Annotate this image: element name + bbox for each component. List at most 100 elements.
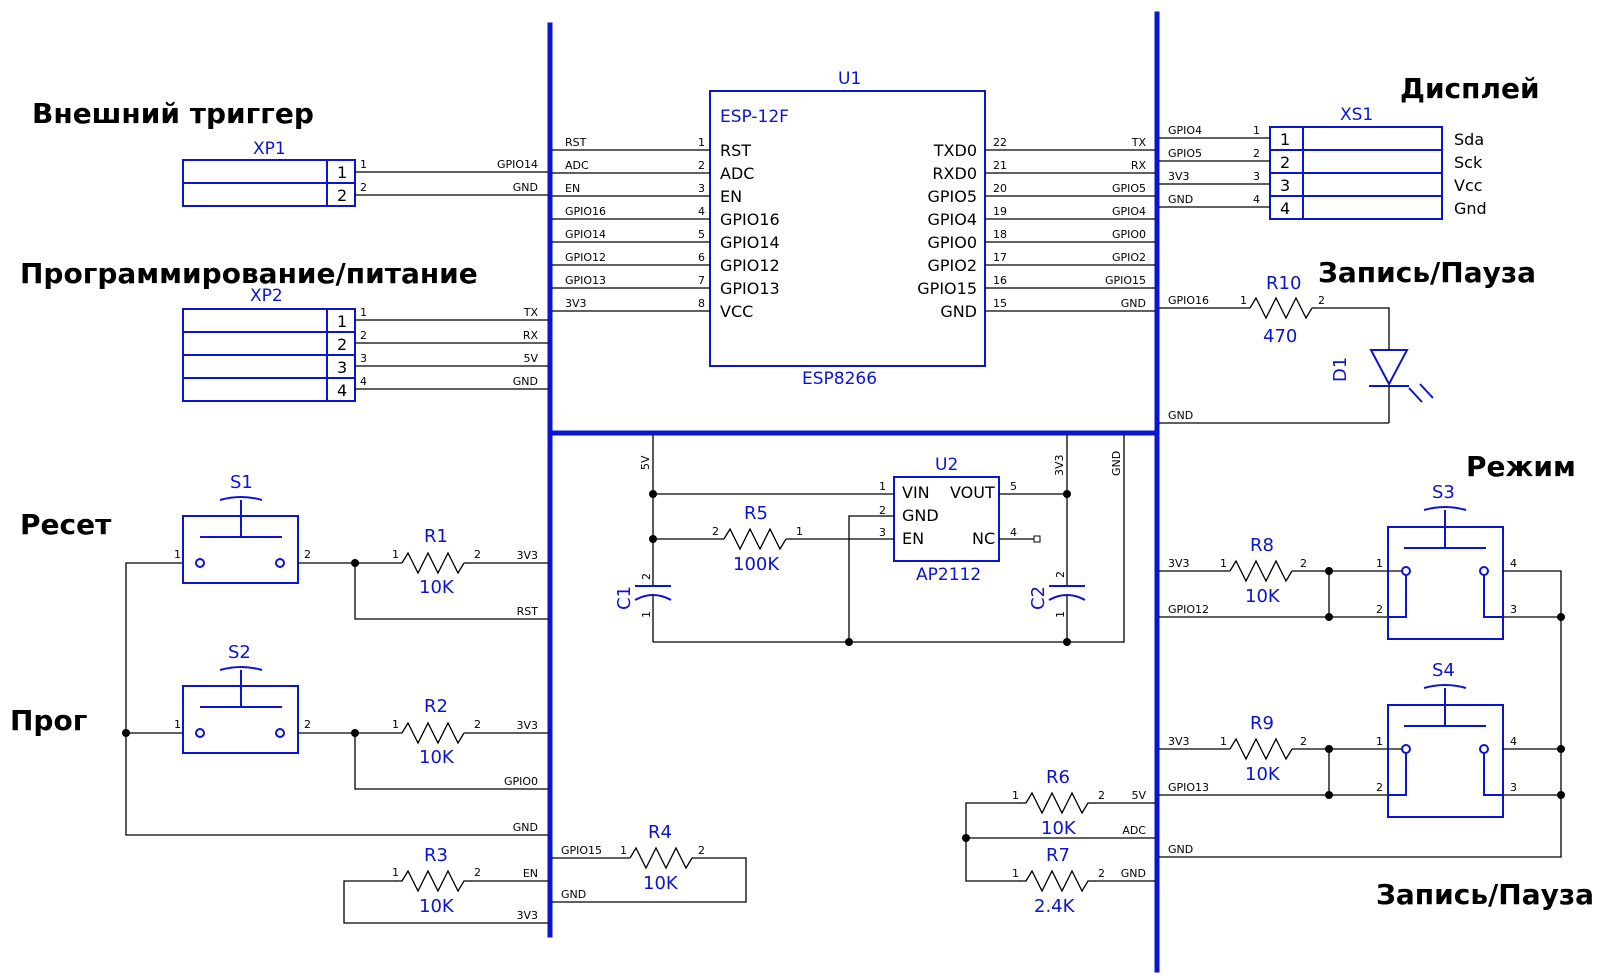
heading-mode: Режим bbox=[1466, 450, 1576, 483]
u1-left-pin-num: 8 bbox=[698, 297, 705, 310]
u2-regulator-section[interactable]: U2 AP2112 VIN GND EN VOUT NC 1 2 3 5 4 5… bbox=[614, 435, 1125, 646]
xs1-p2: 2 bbox=[1253, 147, 1260, 160]
xp2-pin2-label: 2 bbox=[360, 329, 367, 342]
r10-zigzag bbox=[1249, 296, 1313, 320]
u1-left-pin-num: 6 bbox=[698, 251, 705, 264]
r5-p2: 2 bbox=[712, 525, 719, 538]
u1-left-pin-name: GPIO16 bbox=[720, 210, 780, 229]
u1-right-pin-num: 18 bbox=[993, 228, 1007, 241]
xp2-connector[interactable]: XP2 1 2 3 4 1 2 3 4 TX RX 5V GND bbox=[182, 286, 548, 402]
heading-rec-pause-top: Запись/Пауза bbox=[1318, 256, 1536, 289]
r1-net: 3V3 bbox=[516, 549, 538, 562]
r1-zigzag bbox=[401, 551, 465, 575]
r9-ref: R9 bbox=[1250, 713, 1274, 734]
xp1-connector[interactable]: XP1 1 2 1 2 GPIO14 GND bbox=[182, 139, 548, 207]
switches-left-section[interactable]: GND S1 1 2 R1 10K 1 2 3V3 RST S2 1 2 bbox=[122, 472, 747, 924]
u1-left-pin-name: RST bbox=[720, 141, 751, 160]
u1-left-pin-num: 7 bbox=[698, 274, 705, 287]
xp1-ref: XP1 bbox=[253, 139, 286, 159]
s4-p4: 4 bbox=[1510, 735, 1517, 748]
c1-plate-bottom bbox=[634, 594, 672, 601]
xs1-gnd-label: Gnd bbox=[1454, 199, 1487, 218]
gpio13-net: GPIO13 bbox=[1168, 781, 1209, 794]
u1-right-net: GPIO4 bbox=[1112, 205, 1146, 218]
r9-p2: 2 bbox=[1300, 735, 1307, 748]
u1-left-net: RST bbox=[565, 136, 587, 149]
junction-dot bbox=[1557, 613, 1565, 621]
r5-zigzag bbox=[723, 527, 787, 551]
xp2-net2: RX bbox=[523, 329, 539, 342]
adc-divider-section[interactable]: R6 10K R7 2.4K 1 2 1 2 5V ADC GND bbox=[962, 767, 1155, 917]
s1-p1: 1 bbox=[174, 548, 181, 561]
s4-lead-left bbox=[1388, 753, 1407, 796]
r10-net: GPIO16 bbox=[1168, 294, 1209, 307]
u1-left-pin-num: 4 bbox=[698, 205, 705, 218]
r1-p2: 2 bbox=[474, 548, 481, 561]
u1-value: ESP8266 bbox=[802, 369, 877, 389]
s4-p2: 2 bbox=[1376, 781, 1383, 794]
s3-p1: 1 bbox=[1376, 557, 1383, 570]
u1-left-net: GPIO16 bbox=[565, 205, 606, 218]
r9-value: 10K bbox=[1245, 764, 1281, 785]
c2-p2: 2 bbox=[1054, 571, 1067, 578]
r10-wire-right bbox=[1312, 307, 1390, 335]
u1-left-net: GPIO13 bbox=[565, 274, 606, 287]
r6-p2: 2 bbox=[1098, 789, 1105, 802]
u1-right-pin-name: GND bbox=[940, 302, 977, 321]
r10-p2: 2 bbox=[1318, 294, 1325, 307]
u1-right-net: GPIO5 bbox=[1112, 182, 1146, 195]
xs1-connector[interactable]: XS1 1 2 3 4 Sda Sck Vcc Gnd GPIO4 GPIO5 … bbox=[1159, 105, 1487, 220]
s2-contact2 bbox=[275, 728, 285, 738]
r2-p2: 2 bbox=[474, 718, 481, 731]
r10-led-section[interactable]: GPIO16 1 2 R10 470 D1 GND bbox=[1159, 273, 1434, 424]
r4-net-gnd: GND bbox=[561, 888, 586, 901]
u1-right-net: GND bbox=[1121, 297, 1146, 310]
xp2-net4: GND bbox=[513, 375, 538, 388]
junction-dot bbox=[1325, 567, 1333, 575]
u1-left-net: ADC bbox=[565, 159, 589, 172]
u1-right-pin-num: 17 bbox=[993, 251, 1007, 264]
c2-ref: C2 bbox=[1028, 586, 1049, 610]
r4-p1: 1 bbox=[620, 844, 627, 857]
junction-dot bbox=[1063, 638, 1071, 646]
r5-value: 100K bbox=[733, 554, 780, 575]
u1-left-pin-num: 2 bbox=[698, 159, 705, 172]
heading-programming: Программирование/питание bbox=[20, 257, 478, 290]
heading-prog: Прог bbox=[10, 704, 87, 737]
u1-right-pin-name: RXD0 bbox=[932, 164, 977, 183]
switches-right-section[interactable]: 3V3 R8 10K 1 2 GPIO12 S3 1 2 4 3 3V3 R9 … bbox=[1159, 482, 1565, 858]
r6-net: 5V bbox=[1131, 789, 1146, 802]
r7-p2: 2 bbox=[1098, 867, 1105, 880]
section-headings: Внешний триггер Программирование/питание… bbox=[10, 72, 1594, 911]
r3-net-3v3: 3V3 bbox=[516, 909, 538, 922]
xs1-net1: GPIO4 bbox=[1168, 124, 1202, 137]
s4-p1: 1 bbox=[1376, 735, 1383, 748]
u2-gnd-rail bbox=[653, 435, 1125, 643]
r1-value: 10K bbox=[419, 577, 455, 598]
r3-zigzag bbox=[395, 869, 471, 893]
u2-en: EN bbox=[902, 529, 924, 548]
junction-dot bbox=[1325, 613, 1333, 621]
xp1-pin2-label: 2 bbox=[360, 181, 367, 194]
r7-p1: 1 bbox=[1012, 867, 1019, 880]
s-gnd-net: GND bbox=[513, 821, 538, 834]
u1-right-pin-name: GPIO15 bbox=[917, 279, 977, 298]
r1-ref: R1 bbox=[424, 526, 448, 547]
s3-lead-left bbox=[1388, 575, 1407, 618]
s4-contact2 bbox=[1479, 744, 1489, 754]
u2-vin-wire bbox=[652, 435, 894, 495]
c2-plate-bottom bbox=[1048, 594, 1086, 601]
u1-left-net: 3V3 bbox=[565, 297, 587, 310]
u1-left-pin-name: EN bbox=[720, 187, 742, 206]
u1-right-pin-name: TXD0 bbox=[933, 141, 977, 160]
r3-net-en: EN bbox=[523, 867, 538, 880]
s2-cap bbox=[219, 666, 263, 671]
u1-left-pin-name: GPIO13 bbox=[720, 279, 780, 298]
r6-zigzag bbox=[1019, 791, 1095, 815]
u2-gnd-net: GND bbox=[1110, 451, 1123, 476]
led-arrow1 bbox=[1408, 387, 1423, 403]
s3-cap bbox=[1423, 506, 1467, 511]
r4-loop bbox=[552, 857, 747, 903]
